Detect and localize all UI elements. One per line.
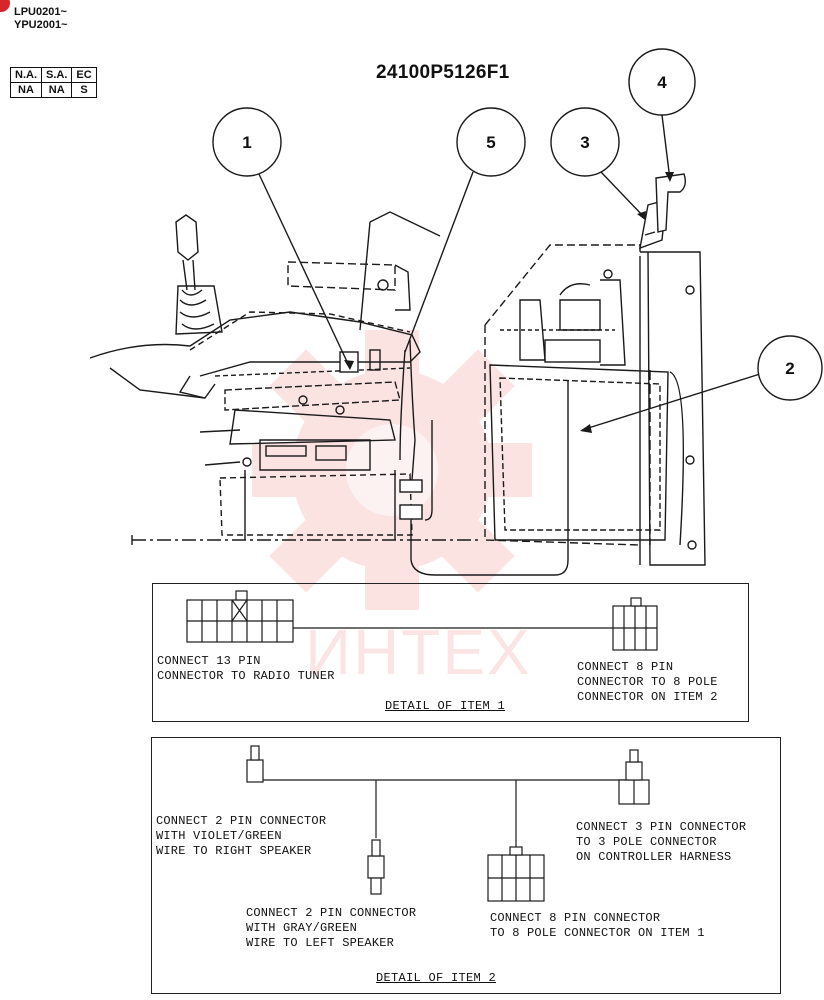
seat-back [287,211,441,331]
joystick-lever [175,214,223,335]
callout-3: 3 [580,133,589,152]
code-value-sa: NA [40,82,73,98]
part-number-title: 24100P5126F1 [376,62,510,83]
callout-circle-2 [757,335,823,401]
note-8-pin-item-2: CONNECT 8 PIN CONNECTOR TO 8 POLE CONNEC… [490,911,705,940]
code-header-sa: S.A. [40,67,73,83]
left-speaker-connector [367,855,385,879]
code-table: N.A. S.A. EC NA NA S [10,67,97,98]
callout-circle-1 [212,107,282,177]
serial-range: LPU0201~ YPU2001~ [14,6,68,32]
note-13-pin: CONNECT 13 PIN CONNECTOR TO RADIO TUNER [157,654,335,683]
callout-2: 2 [785,359,794,378]
callout-circle-4 [628,48,696,116]
note-8-pin: CONNECT 8 PIN CONNECTOR TO 8 POLE CONNEC… [577,660,718,704]
speaker-bracket [655,173,687,233]
code-value-ec: S [71,82,97,98]
callout-circle-5 [456,107,526,177]
callout-circle-3 [550,107,620,177]
detail-item-1-drawing [186,590,658,651]
leader-line-5 [404,171,474,353]
corner-badge [0,0,10,12]
detail-item-2-panel: CONNECT 2 PIN CONNECTOR WITH VIOLET/GREE… [151,737,781,994]
harness-cable [409,339,416,481]
leader-line-4 [661,114,671,181]
serial-line-1: LPU0201~ [14,6,67,18]
machine-assembly-drawing: 1 5 3 4 2 [89,48,823,576]
seat-console [89,311,421,540]
detail-item-2-drawing [246,745,650,902]
caption-detail-item-1: DETAIL OF ITEM 1 [385,699,506,713]
detail-item-1-panel: CONNECT 13 PIN CONNECTOR TO RADIO TUNER … [152,583,749,722]
serial-line-2: YPU2001~ [14,19,68,31]
note-right-speaker: CONNECT 2 PIN CONNECTOR WITH VIOLET/GREE… [156,814,327,858]
controller-cabinet [484,244,706,566]
leader-line-3 [600,171,646,219]
leader-line-2 [581,373,761,431]
note-left-speaker: CONNECT 2 PIN CONNECTOR WITH GRAY/GREEN … [246,906,417,950]
callout-4: 4 [657,73,667,92]
leader-line-1 [257,171,351,369]
caption-detail-item-2: DETAIL OF ITEM 2 [376,971,497,985]
callout-1: 1 [242,133,251,152]
code-table-value-row: NA NA S [10,82,97,98]
callout-5: 5 [486,133,495,152]
right-speaker-connector [246,759,264,783]
note-controller-harness: CONNECT 3 PIN CONNECTOR TO 3 POLE CONNEC… [576,820,747,864]
